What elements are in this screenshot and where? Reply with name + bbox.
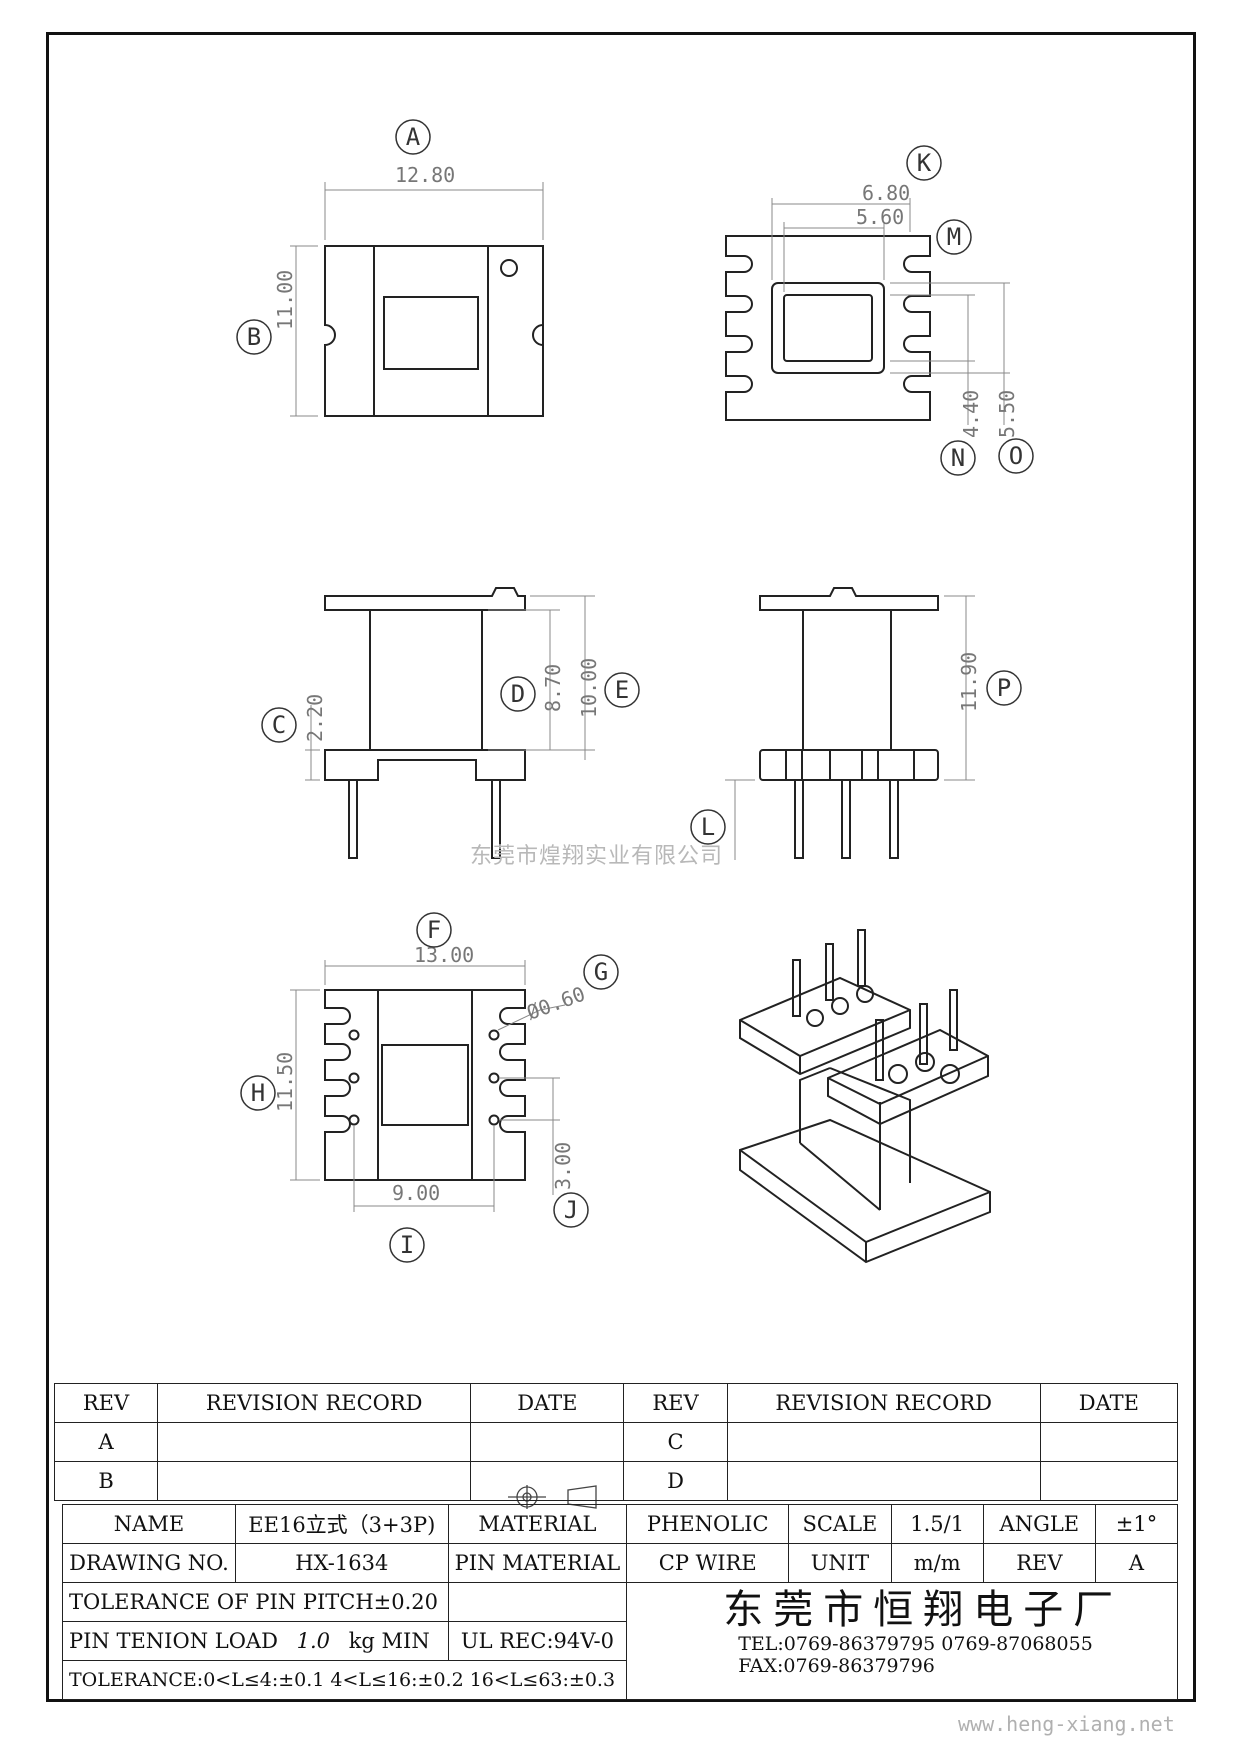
drawing-frame (46, 32, 1196, 1702)
dim-E: 10.00 (577, 658, 601, 718)
scale-value: 1.5/1 (890, 1504, 984, 1544)
title-row-5: TOLERANCE:0<L≤4:±0.1 4<L≤16:±0.2 16<L≤63… (61, 1660, 1178, 1700)
label-O: O (1009, 442, 1023, 470)
dim-N: 4.40 (959, 390, 983, 438)
label-N: N (951, 444, 965, 472)
title-row-1: NAME EE16立式（3+3P) MATERIAL PHENOLIC SCAL… (62, 1504, 1179, 1544)
label-K: K (917, 149, 932, 177)
header-revision-record-2: REVISION RECORD (726, 1383, 1041, 1423)
dim-K: 6.80 (862, 181, 910, 205)
rev-value: A (1094, 1543, 1179, 1583)
company-name: 东莞市恒翔电子厂 (723, 1587, 1124, 1633)
table-row: A C (53, 1422, 1179, 1462)
company-tel: TEL:0769-86379795 0769-87068055 (738, 1633, 1093, 1655)
drawing-no-value: HX-1634 (234, 1543, 449, 1583)
rev-label: REV (982, 1543, 1096, 1583)
side-view (759, 587, 939, 859)
label-E: E (615, 676, 629, 704)
tolerance-pitch: TOLERANCE OF PIN PITCH±0.20 (62, 1582, 449, 1622)
revision-header-row: REV REVISION RECORD DATE REV REVISION RE… (53, 1383, 1179, 1423)
dim-D: 8.70 (541, 664, 565, 712)
revision-table: REV REVISION RECORD DATE REV REVISION RE… (53, 1383, 1179, 1501)
dim-F: 13.00 (414, 943, 474, 967)
title-block: NAME EE16立式（3+3P) MATERIAL PHENOLIC SCAL… (61, 1504, 1179, 1700)
rev-cell: A (53, 1422, 159, 1462)
company-fax: FAX:0769-86379796 (738, 1655, 935, 1677)
date-cell (470, 1422, 625, 1462)
name-value: EE16立式（3+3P) (234, 1504, 449, 1544)
angle-label: ANGLE (982, 1504, 1096, 1544)
record-cell (726, 1422, 1041, 1462)
label-L: L (701, 813, 715, 841)
unit-value: m/m (890, 1543, 984, 1583)
pin-tension-value: 1.0 (296, 1629, 331, 1653)
title-row-3: TOLERANCE OF PIN PITCH±0.20 东莞市恒翔电子厂 TEL… (62, 1582, 1178, 1700)
pin-material-value: CP WIRE (626, 1543, 790, 1583)
header-rev-2: REV (623, 1383, 728, 1423)
label-F: F (427, 916, 441, 944)
title-row-4: PIN TENION LOAD 1.0 kg MIN UL REC:94V-0 (62, 1621, 1178, 1661)
dim-A: 12.80 (395, 163, 455, 187)
label-H: H (251, 1079, 265, 1107)
date-cell (1039, 1461, 1179, 1501)
label-B: B (247, 323, 261, 351)
top-view (324, 245, 544, 417)
record-cell (726, 1461, 1041, 1501)
bottom-view (725, 235, 931, 421)
date-cell (470, 1461, 625, 1501)
dim-M: 5.60 (856, 205, 904, 229)
pin-view (324, 989, 526, 1181)
dim-B: 11.00 (273, 270, 297, 330)
rev-cell: B (53, 1461, 159, 1501)
tolerance-general: TOLERANCE:0<L≤4:±0.1 4<L≤16:±0.2 16<L≤63… (61, 1660, 628, 1700)
front-view (324, 587, 526, 859)
pin-tension-label: PIN TENION LOAD (69, 1629, 278, 1653)
label-G: G (594, 958, 608, 986)
watermark-text: 东莞市煌翔实业有限公司 (470, 844, 724, 869)
pin-tension-cell: PIN TENION LOAD 1.0 kg MIN (62, 1621, 449, 1661)
dim-C: 2.20 (303, 694, 327, 742)
label-A: A (406, 123, 421, 151)
material-value: PHENOLIC (626, 1504, 790, 1544)
dim-I: 9.00 (392, 1181, 440, 1205)
material-label: MATERIAL (447, 1504, 628, 1544)
table-row: B D (53, 1461, 1179, 1501)
dim-O: 5.50 (995, 390, 1019, 438)
website-url: www.heng-xiang.net (958, 1712, 1175, 1736)
date-cell (1039, 1422, 1179, 1462)
label-J: J (564, 1196, 578, 1224)
projection-symbol-cell (447, 1582, 628, 1622)
dim-H: 11.50 (273, 1052, 297, 1112)
header-date-2: DATE (1039, 1383, 1179, 1423)
label-M: M (947, 223, 961, 251)
dim-G: Ø0.60 (524, 982, 589, 1025)
name-label: NAME (62, 1504, 236, 1544)
title-row-2: DRAWING NO. HX-1634 PIN MATERIAL CP WIRE… (62, 1543, 1179, 1583)
header-rev: REV (53, 1383, 159, 1423)
label-P: P (997, 674, 1011, 702)
rev-cell: C (623, 1422, 728, 1462)
label-D: D (511, 680, 525, 708)
drawing-no-label: DRAWING NO. (62, 1543, 236, 1583)
rev-cell: D (623, 1461, 728, 1501)
company-cell: 东莞市恒翔电子厂 TEL:0769-86379795 0769-87068055… (626, 1582, 1178, 1700)
angle-value: ±1° (1094, 1504, 1179, 1544)
ul-rec: UL REC:94V-0 (447, 1621, 628, 1661)
record-cell (157, 1422, 472, 1462)
unit-label: UNIT (788, 1543, 892, 1583)
record-cell (157, 1461, 472, 1501)
scale-label: SCALE (788, 1504, 892, 1544)
dim-J: 3.00 (551, 1142, 575, 1190)
header-date: DATE (470, 1383, 625, 1423)
header-revision-record: REVISION RECORD (157, 1383, 472, 1423)
pin-material-label: PIN MATERIAL (447, 1543, 628, 1583)
pin-tension-unit: kg MIN (348, 1629, 430, 1653)
isometric-view (739, 929, 991, 1264)
label-I: I (400, 1231, 414, 1259)
label-C: C (272, 711, 286, 739)
dim-P: 11.90 (957, 652, 981, 712)
